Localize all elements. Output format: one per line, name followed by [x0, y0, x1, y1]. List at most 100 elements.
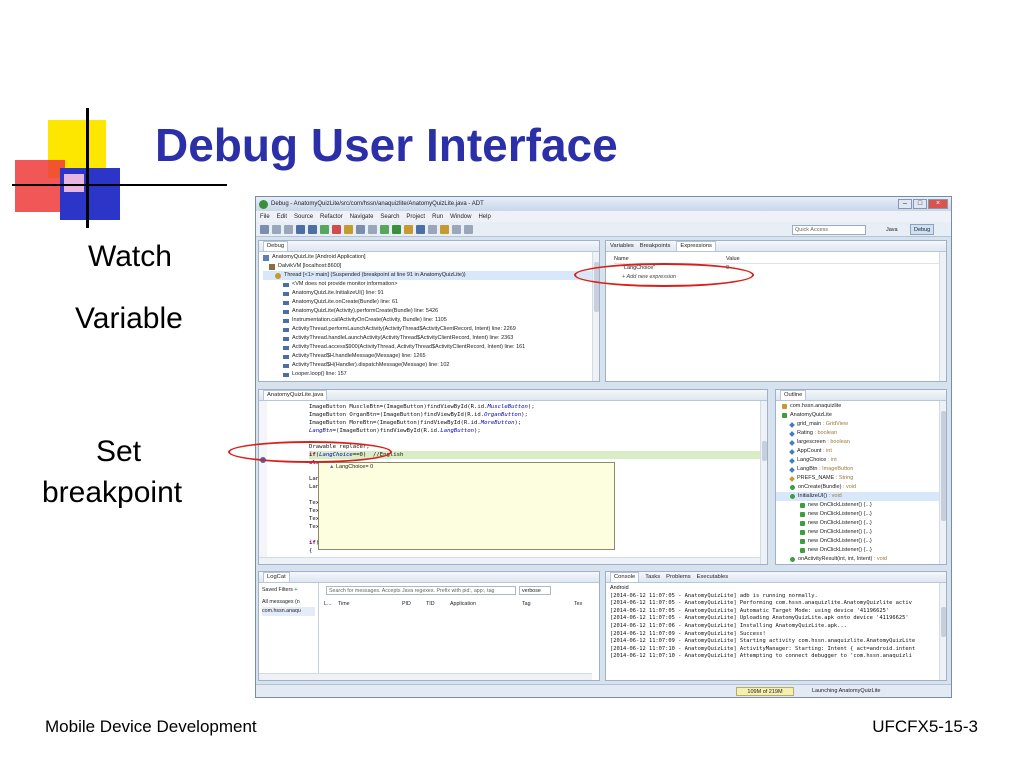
drop-to-frame-icon[interactable]: [368, 224, 377, 234]
back-icon[interactable]: [452, 224, 461, 234]
run-icon[interactable]: [392, 224, 401, 234]
outline-item[interactable]: onActivityResult(int, int, Intent) : voi…: [776, 555, 946, 564]
search-icon[interactable]: [440, 224, 449, 234]
col-time[interactable]: Time: [338, 601, 350, 607]
forward-icon[interactable]: [464, 224, 473, 234]
add-filter-icon[interactable]: +: [294, 587, 298, 593]
outline-item[interactable]: new OnClickListener() {...}: [776, 501, 946, 510]
log-level-select[interactable]: verbose: [519, 586, 551, 595]
tab-console[interactable]: Console: [610, 572, 640, 582]
tree-row-frame[interactable]: ActivityThread.access$900(ActivityThread…: [263, 343, 599, 352]
expressions-scrollbar[interactable]: [939, 252, 946, 381]
new-class-icon[interactable]: [416, 224, 425, 234]
menu-window[interactable]: Window: [450, 213, 472, 220]
outline-item[interactable]: new OnClickListener() {...}: [776, 510, 946, 519]
outline-item[interactable]: largescreen : boolean: [776, 438, 946, 447]
filter-item-all[interactable]: All messages (n: [262, 599, 300, 605]
outline-item[interactable]: com.hssn.anaquizlite: [776, 402, 946, 411]
tree-row-frame[interactable]: AnatomyQuizLite(Activity).performCreate(…: [263, 307, 599, 316]
tree-row-frame[interactable]: ActivityThread.handleLaunchActivity(Acti…: [263, 334, 599, 343]
outline-item[interactable]: InitializeUI() : void: [776, 492, 946, 501]
logcat-search-input[interactable]: Search for messages. Accepts Java regexe…: [326, 586, 516, 595]
tab-breakpoints[interactable]: Breakpoints: [639, 243, 671, 249]
menu-project[interactable]: Project: [406, 213, 426, 220]
outline-item[interactable]: new OnClickListener() {...}: [776, 546, 946, 555]
tree-row-frame[interactable]: ActivityThread$H(Handler).dispatchMessag…: [263, 361, 599, 370]
tree-row-frame[interactable]: ActivityThread$H.handleMessage(Message) …: [263, 352, 599, 361]
menu-run[interactable]: Run: [432, 213, 444, 220]
disconnect-icon[interactable]: [344, 224, 353, 234]
filter-item-app[interactable]: com.hssn.anaqu: [262, 607, 315, 616]
outline-item[interactable]: new OnClickListener() {...}: [776, 528, 946, 537]
new-icon[interactable]: [260, 224, 269, 234]
tab-debug[interactable]: Debug: [263, 241, 289, 251]
menu-edit[interactable]: Edit: [276, 213, 288, 220]
tree-row-app[interactable]: AnatomyQuizLite [Android Application]: [263, 253, 599, 262]
menu-search[interactable]: Search: [380, 213, 400, 220]
outline-item[interactable]: new OnClickListener() {...}: [776, 519, 946, 528]
col-text[interactable]: Tex: [574, 601, 583, 607]
tree-row-vm[interactable]: DalvikVM [localhost:8600]: [263, 262, 599, 271]
tab-outline[interactable]: Outline: [780, 390, 807, 400]
tab-logcat[interactable]: LogCat: [263, 572, 290, 582]
external-tools-icon[interactable]: [404, 224, 413, 234]
step-over-icon[interactable]: [308, 224, 317, 234]
outline-item[interactable]: onCreate(Bundle) : void: [776, 483, 946, 492]
outline-item[interactable]: LangBtn : ImageButton: [776, 465, 946, 474]
tree-row-frame[interactable]: <VM does not provide monitor information…: [263, 280, 599, 289]
tab-tasks[interactable]: Tasks: [645, 574, 661, 580]
close-button[interactable]: ×: [928, 199, 948, 209]
tab-problems[interactable]: Problems: [666, 574, 691, 580]
editor-scrollbar[interactable]: [760, 401, 767, 564]
logcat-hscrollbar[interactable]: [259, 673, 592, 680]
debug-run-icon[interactable]: [380, 224, 389, 234]
menu-help[interactable]: Help: [478, 213, 491, 220]
menu-refactor[interactable]: Refactor: [320, 213, 343, 220]
terminate-icon[interactable]: [332, 224, 341, 234]
step-return-icon[interactable]: [356, 224, 365, 234]
maximize-button[interactable]: □: [913, 199, 927, 209]
perspective-debug-button[interactable]: Debug: [910, 224, 935, 235]
col-tag[interactable]: Tag: [522, 601, 531, 607]
outline-item[interactable]: PREFS_NAME : String: [776, 474, 946, 483]
outline-item[interactable]: AnatomyQuizLite: [776, 411, 946, 420]
perspective-java-button[interactable]: Java: [886, 227, 898, 233]
outline-item[interactable]: Rating : boolean: [776, 429, 946, 438]
outline-item[interactable]: LangChoice : int: [776, 456, 946, 465]
menu-navigate[interactable]: Navigate: [349, 213, 374, 220]
tree-row-frame[interactable]: Looper.loop() line: 157: [263, 370, 599, 379]
tab-editor-file[interactable]: AnatomyQuizLite.java: [263, 390, 328, 400]
console-output[interactable]: Android[2014-06-12 11:07:05 - AnatomyQui…: [606, 583, 946, 661]
quick-access-input[interactable]: Quick Access: [792, 225, 866, 235]
print-icon[interactable]: [284, 224, 293, 234]
tree-row-frame[interactable]: Instrumentation.callActivityOnCreate(Act…: [263, 316, 599, 325]
tree-row-frame[interactable]: AnatomyQuizLite.onCreate(Bundle) line: 6…: [263, 298, 599, 307]
col-level[interactable]: L...: [324, 601, 332, 607]
col-tid[interactable]: TID: [426, 601, 435, 607]
expr-col-name[interactable]: Name: [614, 256, 629, 262]
expr-col-value[interactable]: Value: [726, 256, 740, 262]
col-application[interactable]: Application: [450, 601, 476, 607]
tab-expressions[interactable]: Expressions: [676, 241, 716, 251]
open-type-icon[interactable]: [428, 224, 437, 234]
menu-file[interactable]: File: [260, 213, 270, 220]
tab-variables[interactable]: Variables: [610, 243, 634, 249]
outline-item[interactable]: new OnClickListener() {...}: [776, 537, 946, 546]
tree-row-thread[interactable]: Thread [<1> main] (Suspended (breakpoint…: [263, 271, 599, 280]
outline-item[interactable]: AppCount : int: [776, 447, 946, 456]
console-scrollbar[interactable]: [939, 583, 946, 680]
minimize-button[interactable]: –: [898, 199, 912, 209]
editor-gutter[interactable]: [259, 401, 267, 564]
heap-status[interactable]: 109M of 219M: [736, 687, 794, 696]
tree-row-frame[interactable]: AnatomyQuizLite.InitializeUI() line: 91: [263, 289, 599, 298]
debug-scrollbar[interactable]: [592, 252, 599, 381]
menu-source[interactable]: Source: [294, 213, 314, 220]
editor-hscrollbar[interactable]: [259, 557, 760, 564]
save-icon[interactable]: [272, 224, 281, 234]
resume-icon[interactable]: [320, 224, 329, 234]
step-into-icon[interactable]: [296, 224, 305, 234]
tab-executables[interactable]: Executables: [696, 574, 729, 580]
tree-row-frame[interactable]: ActivityThread.performLaunchActivity(Act…: [263, 325, 599, 334]
outline-scrollbar[interactable]: [939, 401, 946, 564]
outline-item[interactable]: grid_main : GridView: [776, 420, 946, 429]
